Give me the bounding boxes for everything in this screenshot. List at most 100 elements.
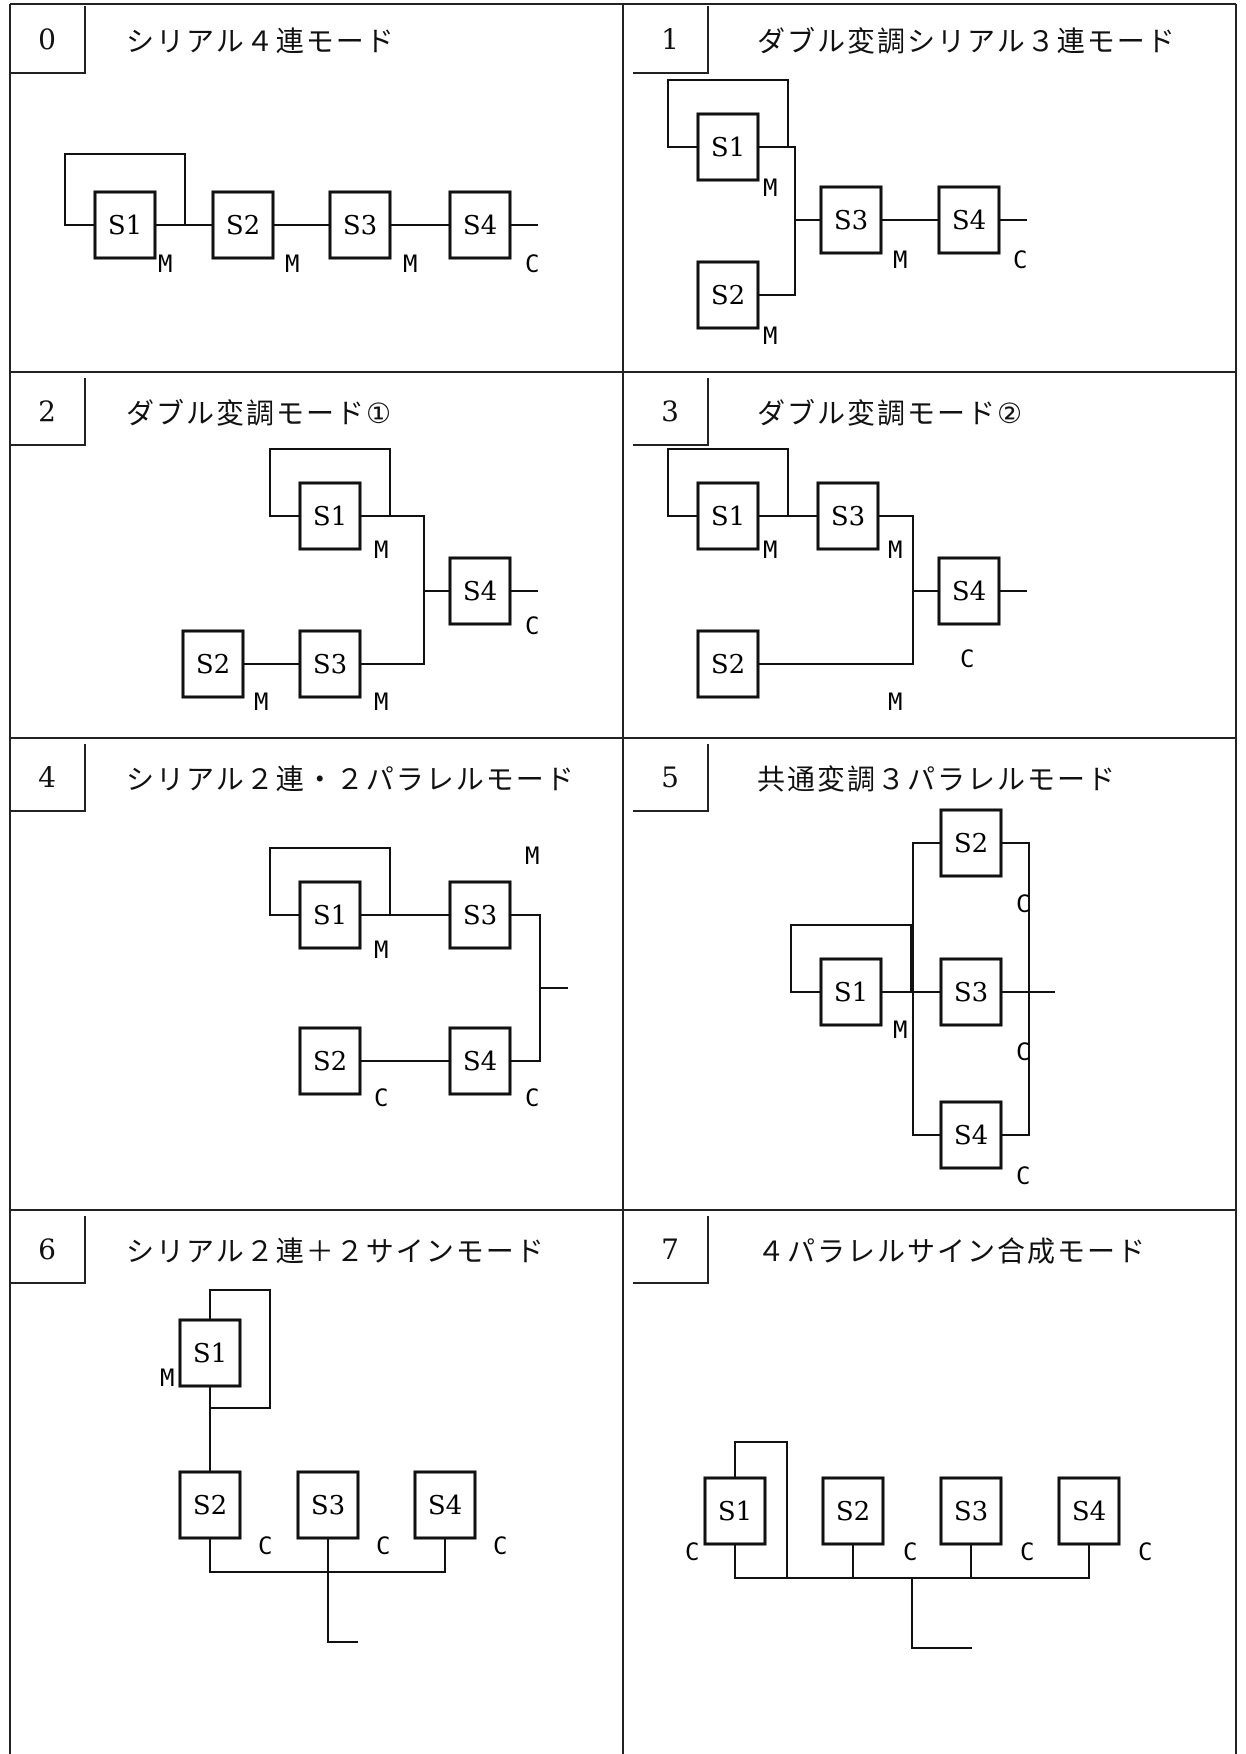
operator-box [448, 556, 512, 626]
operator-label: S2 [226, 211, 260, 241]
operator-label: S3 [954, 978, 988, 1008]
operator-label: S1 [718, 1497, 752, 1527]
operator-box [296, 1470, 360, 1540]
output-role-label: C [493, 1532, 507, 1560]
output-role-label: C [1138, 1538, 1152, 1566]
mode-number: 3 [633, 378, 709, 446]
connector-line [269, 847, 391, 916]
operator-label: S2 [711, 281, 745, 311]
output-role-label: M [374, 536, 388, 564]
output-role-label: C [1013, 246, 1027, 274]
output-role-label: C [374, 1084, 388, 1112]
connector-line [734, 1441, 788, 1578]
connector-line [327, 1538, 358, 1643]
operator-box [816, 481, 880, 551]
output-role-label: C [376, 1532, 390, 1560]
operator-label: S3 [831, 502, 865, 532]
operator-label: S2 [954, 829, 988, 859]
operator-box [819, 957, 883, 1027]
operator-box [298, 629, 362, 699]
mode-number: 4 [10, 744, 86, 812]
mode-number: 2 [10, 378, 86, 446]
output-role-label: M [888, 536, 902, 564]
operator-label: S3 [343, 211, 377, 241]
operator-box [178, 1318, 242, 1388]
mode-number: 1 [633, 6, 709, 74]
operator-box [413, 1470, 477, 1540]
mode-title: ダブル変調シリアル３連モード [757, 25, 1177, 58]
output-role-label: M [285, 250, 299, 278]
output-role-label: C [1020, 1538, 1034, 1566]
operator-box [939, 1100, 1003, 1170]
output-role-label: C [525, 612, 539, 640]
operator-box [298, 1026, 362, 1096]
output-role-label: M [525, 842, 539, 870]
connector-line [667, 448, 789, 517]
operator-label: S1 [108, 211, 142, 241]
operator-label: S4 [952, 577, 986, 607]
mode-title: ダブル変調モード① [126, 397, 394, 430]
output-role-label: M [374, 688, 388, 716]
operator-label: S3 [954, 1497, 988, 1527]
operator-label: S1 [313, 901, 347, 931]
mode-title: シリアル２連＋２サインモード [126, 1235, 546, 1268]
connector-line [510, 914, 541, 1062]
output-role-label: M [160, 1364, 174, 1392]
operator-label: S4 [463, 211, 497, 241]
connector-line [667, 79, 789, 148]
mode-title: シリアル４連モード [126, 25, 396, 58]
mode-title: 共通変調３パラレルモード [757, 763, 1118, 796]
connector-line [912, 842, 941, 1136]
operator-box [1057, 1476, 1121, 1546]
operator-box [298, 481, 362, 551]
mode-title: ４パラレルサイン合成モード [757, 1235, 1148, 1268]
output-role-label: C [1016, 1038, 1030, 1066]
connector-line [269, 448, 391, 517]
operator-label: S2 [711, 650, 745, 680]
operator-label: S2 [193, 1491, 227, 1521]
output-role-label: M [374, 936, 388, 964]
connector-line [209, 1289, 271, 1409]
output-role-label: M [893, 1016, 907, 1044]
operator-box [937, 185, 1001, 255]
operator-box [448, 1026, 512, 1096]
operator-label: S4 [952, 206, 986, 236]
operator-label: S3 [313, 650, 347, 680]
operator-label: S4 [463, 1047, 497, 1077]
output-role-label: C [1016, 1162, 1030, 1190]
output-role-label: M [403, 250, 417, 278]
operator-label: S1 [711, 502, 745, 532]
operator-box [703, 1476, 767, 1546]
operator-box [937, 556, 1001, 626]
operator-label: S1 [834, 978, 868, 1008]
operator-box [93, 190, 157, 260]
mode-title: ダブル変調モード② [757, 397, 1025, 430]
operator-box [939, 957, 1003, 1027]
operator-box [696, 481, 760, 551]
output-role-label: M [888, 688, 902, 716]
output-role-label: C [258, 1532, 272, 1560]
operator-box [181, 629, 245, 699]
operator-box [328, 190, 392, 260]
mode-number: 7 [633, 1216, 709, 1284]
connector-line [360, 515, 425, 665]
connector-line [758, 146, 796, 296]
operator-box [448, 190, 512, 260]
output-role-label: M [893, 246, 907, 274]
mode-number: 6 [10, 1216, 86, 1284]
mode-number: 5 [633, 744, 709, 812]
